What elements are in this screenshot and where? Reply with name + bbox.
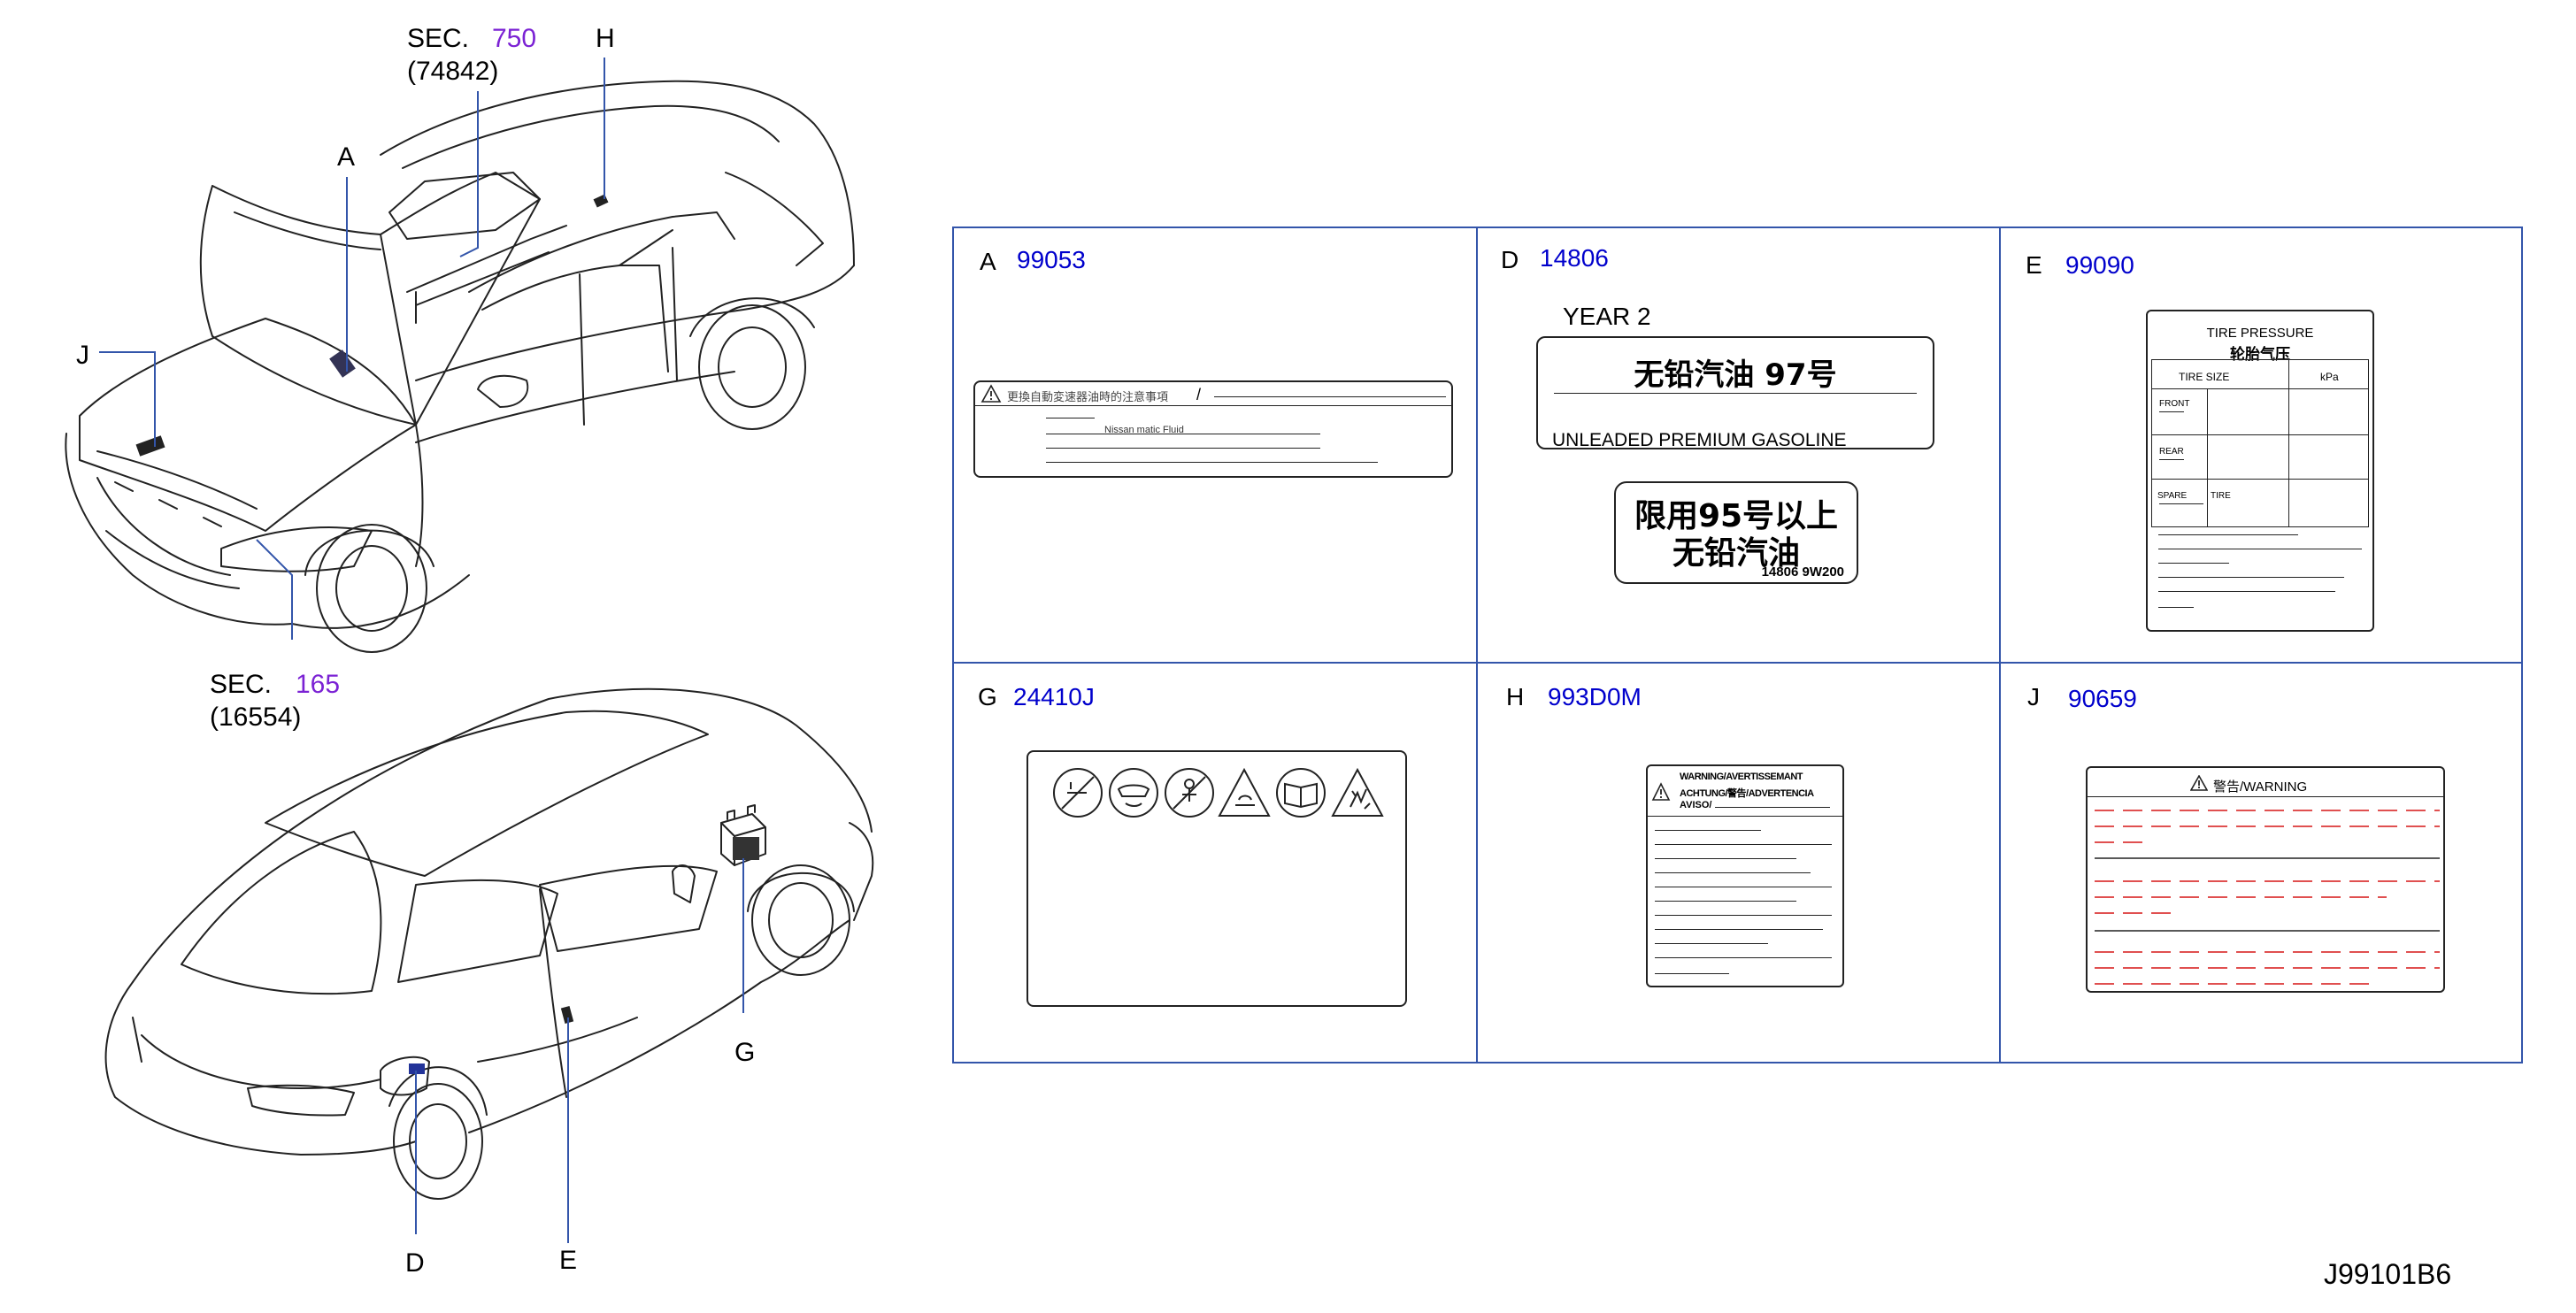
cell-d: D 14806 YEAR 2 无铅汽油 97号 UNLEADED PREMIUM… (1478, 228, 1999, 662)
sec-750-link[interactable]: 750 (492, 24, 537, 53)
warning-icon (980, 384, 1002, 403)
part-link-90659[interactable]: 90659 (2068, 685, 2137, 712)
label-markers (135, 194, 759, 1074)
label-e-row1: FRONT (2159, 399, 2190, 409)
marker-h (593, 194, 609, 208)
label-d-fuel-cn: 无铅汽油 97号 (1634, 357, 1837, 393)
callout-h: H (596, 24, 615, 53)
label-h-warning: WARNING/AVERTISSEMANT ACHTUNG/警告/ADVERTE… (1646, 764, 1844, 987)
label-d-line1: 限用95号以上 (1634, 498, 1839, 534)
cell-e-letter: E (2026, 251, 2042, 279)
label-e-row3b: TIRE (2211, 491, 2231, 501)
sec-165-prefix: SEC. (210, 670, 273, 699)
callout-e: E (559, 1246, 578, 1275)
label-j-warning: 警告/WARNING (2086, 766, 2445, 993)
label-e-col2: kPa (2320, 371, 2339, 383)
part-link-14806[interactable]: 14806 (1540, 244, 1609, 272)
callout-d: D (405, 1248, 425, 1278)
no-smoking-icon (1053, 768, 1103, 818)
label-e-tire-pressure: TIRE PRESSURE 轮胎气压 TIRE SIZE kPa FRONT R… (2146, 310, 2374, 632)
sec-165-link[interactable]: 165 (296, 670, 341, 699)
part-link-99090[interactable]: 99090 (2065, 251, 2134, 279)
label-d-premium: 限用95号以上 无铅汽油 14806 9W200 (1614, 481, 1858, 584)
marker-a (329, 349, 356, 378)
cell-a: A 99053 更換自動変速器油時的注意事項 / Nissan matic Fl… (954, 228, 1476, 662)
label-a-caption: 更換自動変速器油時的注意事項 (1007, 390, 1169, 403)
marker-d (409, 1063, 425, 1074)
part-link-99053[interactable]: 99053 (1017, 246, 1086, 273)
read-manual-icon (1276, 768, 1326, 818)
label-d-year: YEAR 2 (1563, 303, 1651, 330)
label-d-fuel: 无铅汽油 97号 UNLEADED PREMIUM GASOLINE (1536, 336, 1934, 450)
warning-icon (1651, 782, 1671, 801)
label-a-row: Nissan matic Fluid (1104, 425, 1184, 435)
part-link-993d0m[interactable]: 993D0M (1548, 683, 1642, 710)
label-d-partno: 14806 9W200 (1761, 564, 1844, 580)
label-g-battery (1027, 750, 1407, 1007)
label-e-row3: SPARE (2157, 491, 2188, 501)
no-children-icon (1165, 768, 1214, 818)
label-a-slash: / (1196, 386, 1202, 403)
cell-g-letter: G (978, 683, 997, 710)
callout-j: J (76, 341, 89, 370)
battery-warning-icons (1053, 767, 1384, 818)
marker-g (733, 837, 759, 860)
top-car-drawing (65, 80, 855, 653)
cell-j-letter: J (2027, 683, 2040, 710)
sec-750-subcode: (74842) (407, 57, 499, 86)
callout-g: G (734, 1038, 756, 1067)
label-e-title-en: TIRE PRESSURE (2206, 326, 2314, 341)
label-e-row2: REAR (2159, 447, 2184, 457)
label-h-w1: WARNING/AVERTISSEMANT (1680, 772, 1803, 782)
label-e-col1: TIRE SIZE (2179, 371, 2230, 383)
car-illustrations (65, 58, 874, 1243)
figure-id: J99101B6 (2324, 1258, 2452, 1290)
label-a-atf: 更換自動変速器油時的注意事項 / Nissan matic Fluid (973, 380, 1453, 478)
label-j-title: 警告/WARNING (2213, 779, 2308, 795)
cell-e: E 99090 TIRE PRESSURE 轮胎气压 TIRE SIZE kPa… (2001, 228, 2521, 662)
bottom-car-drawing (104, 687, 874, 1200)
sec-750-prefix: SEC. (407, 24, 470, 53)
cell-h-letter: H (1506, 683, 1525, 710)
cell-j: J 90659 警告/WARNING (2001, 664, 2521, 1062)
label-d-line2: 无铅汽油 (1672, 535, 1800, 572)
cell-a-letter: A (980, 248, 996, 275)
label-table: A 99053 更換自動変速器油時的注意事項 / Nissan matic Fl… (952, 227, 2523, 1063)
eye-protection-icon (1109, 768, 1158, 818)
cell-h: H 993D0M WARNING/AVERTISSEMANT ACHTUNG/警… (1478, 664, 1999, 1062)
warning-icon (2190, 775, 2208, 791)
sec-165-subcode: (16554) (210, 703, 302, 732)
part-link-24410j[interactable]: 24410J (1013, 683, 1095, 710)
cell-g: G 24410J (954, 664, 1476, 1062)
marker-j (135, 435, 165, 457)
label-h-w2: ACHTUNG/警告/ADVERTENCIA (1680, 788, 1814, 799)
marker-e (560, 1006, 574, 1024)
label-j-text-lines (2095, 810, 2440, 985)
label-d-fuel-en: UNLEADED PREMIUM GASOLINE (1552, 430, 1847, 450)
cell-d-letter: D (1501, 246, 1519, 273)
acid-warning-icon (1218, 767, 1271, 817)
label-h-w3: AVISO/ (1680, 800, 1712, 810)
explosion-warning-icon (1331, 767, 1384, 817)
callout-a: A (337, 142, 356, 172)
